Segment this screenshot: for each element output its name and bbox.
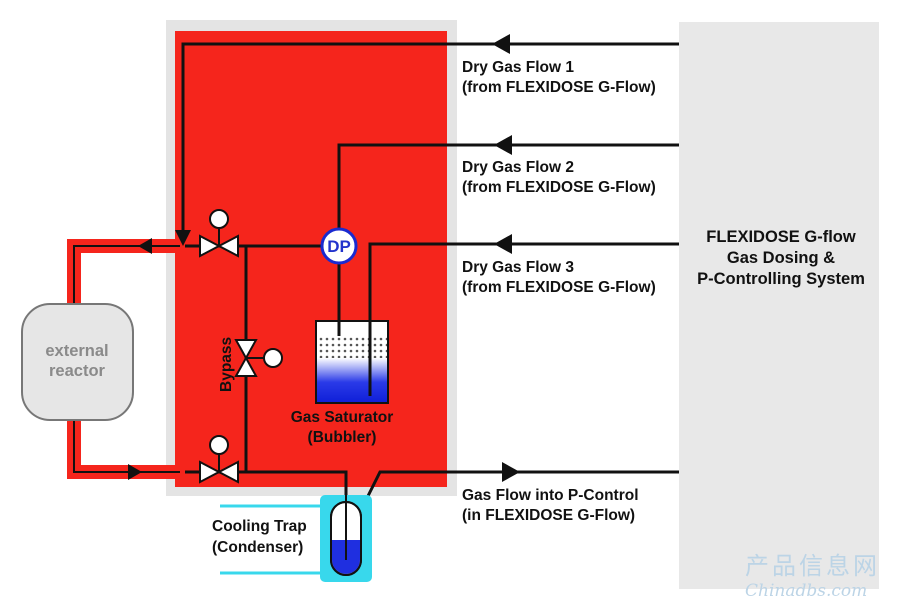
dry-gas-3-label: Dry Gas Flow 3 [462,259,574,276]
system-label-2: Gas Dosing & [727,249,835,267]
pcontrol-source: (in FLEXIDOSE G-Flow) [462,507,635,524]
system-label-1: FLEXIDOSE G-flow [706,228,856,246]
bypass-label: Bypass [218,337,235,392]
external-reactor [21,303,134,421]
valve-icon[interactable] [199,209,239,258]
gas-saturator [315,320,389,404]
pcontrol-line [366,470,679,497]
pcontrol-label: Gas Flow into P-Control [462,487,639,504]
watermark-cn: 产品信息网 [745,552,880,580]
cooling-label-2: (Condenser) [212,539,303,556]
dp-gauge-icon: DP [320,227,358,265]
cooling-trap [320,495,372,582]
saturator-label-1: Gas Saturator [291,409,394,426]
dry-gas-2-source: (from FLEXIDOSE G-Flow) [462,179,656,196]
dry-gas-1-source: (from FLEXIDOSE G-Flow) [462,79,656,96]
arrow-down-icon [175,230,191,246]
dry-gas-1-line [181,42,679,240]
arrow-right-icon [128,464,142,480]
reactor-label-1: external [45,342,108,360]
dry-gas-2-label: Dry Gas Flow 2 [462,159,574,176]
saturator-label-2: (Bubbler) [308,429,377,446]
arrow-left-icon [492,34,510,54]
cooling-label-1: Cooling Trap [212,518,307,535]
arrow-left-icon [494,135,512,155]
watermark-en: Chinadbs.com [745,581,867,601]
arrow-left-icon [138,238,152,254]
dry-gas-1-label: Dry Gas Flow 1 [462,59,574,76]
dry-gas-2-line [337,143,679,233]
arrow-left-icon [494,234,512,254]
valve-icon[interactable] [199,435,239,484]
dp-label: DP [327,237,351,256]
valve-icon[interactable] [234,339,283,377]
system-panel [679,22,879,589]
reactor-label-2: reactor [49,362,106,380]
dry-gas-3-source: (from FLEXIDOSE G-Flow) [462,279,656,296]
arrow-right-icon [502,462,520,482]
system-label-3: P-Controlling System [697,270,865,288]
heated-housing [175,31,447,487]
